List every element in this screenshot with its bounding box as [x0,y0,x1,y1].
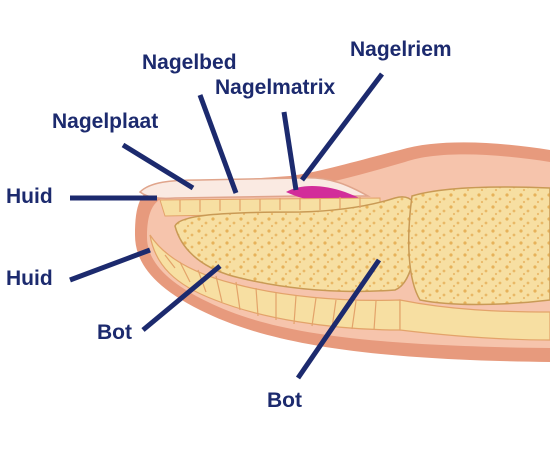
leader-huid-bottom [69,247,151,283]
leader-nagelmatrix [281,111,299,191]
leader-nagelplaat [121,142,195,191]
label-bot-bottom: Bot [267,389,302,412]
leader-bot-left [141,264,222,332]
label-bot-left: Bot [97,321,132,344]
fat-pad-right [399,299,550,341]
leader-nagelriem [300,72,384,182]
label-nagelplaat: Nagelplaat [52,110,158,133]
label-nagelmatrix: Nagelmatrix [215,76,336,99]
label-nagelbed: Nagelbed [142,51,237,74]
leader-bot-bottom [295,258,382,380]
label-huid-bottom: Huid [6,267,53,290]
label-nagelriem: Nagelriem [350,38,452,61]
leader-nagelbed [197,94,239,194]
label-huid-top: Huid [6,185,53,208]
middle-bone [407,186,550,306]
